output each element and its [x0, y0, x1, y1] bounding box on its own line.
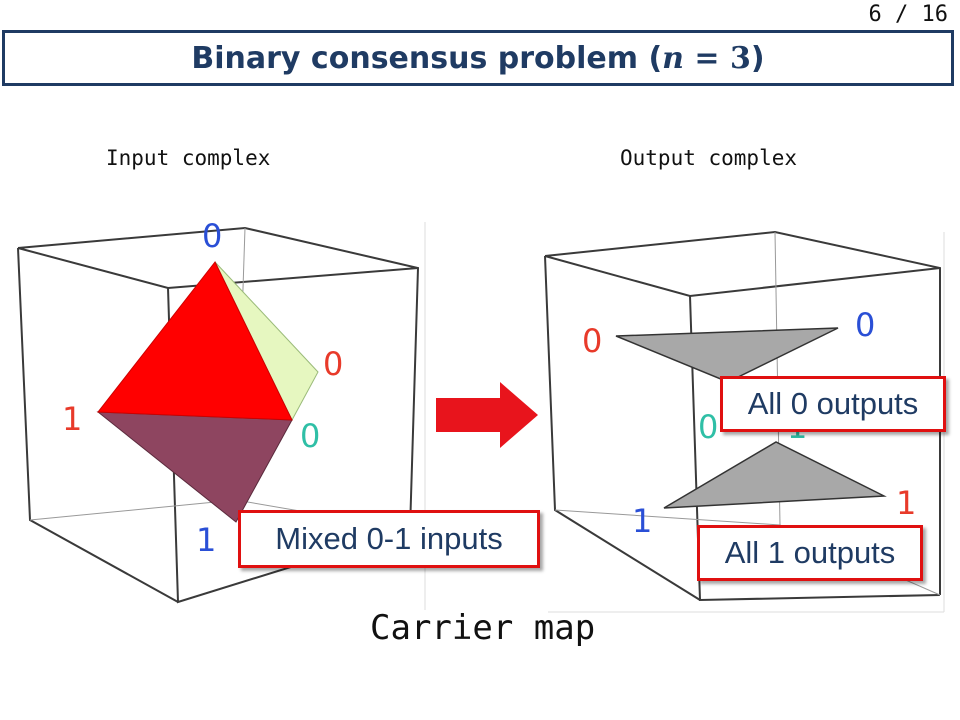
input-complex-caption: Input complex — [106, 146, 271, 170]
carrier-map-arrow — [436, 382, 538, 448]
all-one-outputs-callout: All 1 outputs — [697, 525, 923, 581]
input-label-right-upper: 0 — [323, 345, 343, 383]
front-face — [97, 261, 293, 421]
input-label-bottom: 1 — [196, 521, 216, 559]
all-one-triangle — [663, 441, 887, 509]
input-octahedron — [96, 261, 319, 523]
output-label-middle-left: 0 — [698, 408, 718, 446]
title-suffix: ) — [750, 40, 765, 76]
input-label-top: 0 — [202, 217, 222, 255]
input-cube-edge — [17, 226, 420, 531]
title-variable: n — [662, 40, 684, 76]
carrier-map-label: Carrier map — [370, 608, 596, 648]
output-cube-edge-hidden — [554, 509, 781, 526]
mixed-inputs-callout: Mixed 0-1 inputs — [238, 510, 540, 568]
slide-title: Binary consensus problem (n = 3) — [191, 41, 764, 76]
output-label-upper-right: 0 — [855, 306, 875, 344]
output-label-lower-right: 1 — [896, 484, 916, 522]
page-number: 6 / 16 — [868, 2, 948, 27]
output-label-lower-left: 1 — [632, 502, 652, 540]
title-prefix: Binary consensus problem ( — [191, 40, 663, 76]
title-bar: Binary consensus problem (n = 3) — [2, 30, 954, 86]
input-cube-edge-hidden — [29, 499, 237, 521]
lower-face — [96, 411, 293, 523]
output-label-upper-left: 0 — [582, 322, 602, 360]
all-zero-triangle — [615, 327, 839, 383]
input-label-right-lower: 0 — [300, 417, 320, 455]
output-cube-edge — [544, 255, 941, 298]
output-cube-edge — [544, 255, 701, 601]
all-zero-outputs-callout: All 0 outputs — [720, 376, 946, 432]
title-equals: = 3 — [683, 40, 751, 76]
input-label-left: 1 — [62, 400, 82, 438]
output-complex-caption: Output complex — [620, 146, 798, 170]
